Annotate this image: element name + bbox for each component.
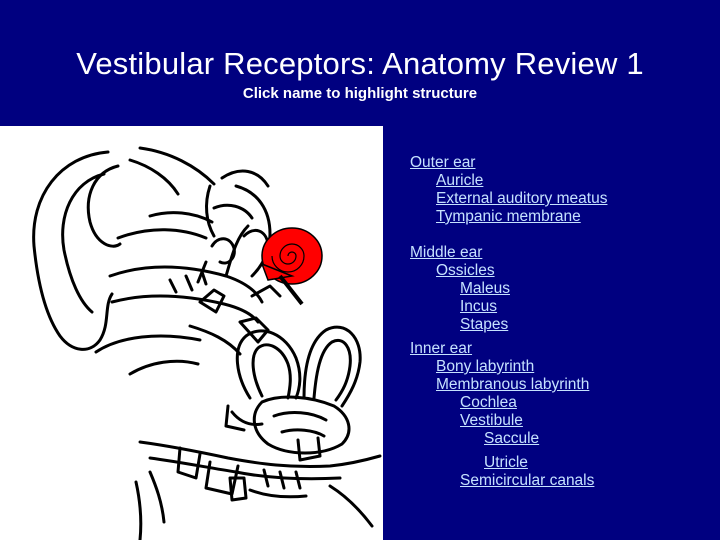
structure-nav: Outer ear Auricle External auditory meat… (410, 154, 607, 490)
ear-anatomy-drawing (32, 146, 382, 540)
ear-anatomy-figure (0, 126, 383, 540)
link-saccule[interactable]: Saccule (484, 430, 540, 447)
inner-ear-base (138, 440, 382, 469)
auricle-inner-fold (61, 172, 106, 314)
auricle-outline (32, 150, 114, 351)
link-bony-labyrinth[interactable]: Bony labyrinth (436, 358, 535, 375)
link-stapes[interactable]: Stapes (460, 316, 509, 333)
link-maleus[interactable]: Maleus (460, 280, 510, 297)
pointer-arrow (278, 274, 304, 306)
link-cochlea[interactable]: Cochlea (460, 394, 517, 411)
link-external-auditory-meatus[interactable]: External auditory meatus (436, 190, 608, 207)
link-membranous-labyrinth[interactable]: Membranous labyrinth (436, 376, 590, 393)
link-vestibule[interactable]: Vestibule (460, 412, 523, 429)
link-semicircular-canals[interactable]: Semicircular canals (460, 472, 595, 489)
link-ossicles[interactable]: Ossicles (436, 262, 495, 279)
link-utricle[interactable]: Utricle (484, 454, 528, 471)
cochlea-highlight (260, 227, 323, 285)
auricle-helix (86, 164, 122, 248)
semicircular-canal-1 (235, 329, 302, 400)
link-tympanic-membrane[interactable]: Tympanic membrane (436, 208, 581, 225)
link-outer-ear[interactable]: Outer ear (410, 154, 476, 171)
link-incus[interactable]: Incus (460, 298, 498, 315)
slide-subtitle: Click name to highlight structure (242, 85, 478, 102)
vestibule (252, 395, 351, 455)
link-inner-ear[interactable]: Inner ear (410, 340, 473, 357)
slide-title: Vestibular Receptors: Anatomy Review 1 (76, 46, 644, 81)
link-middle-ear[interactable]: Middle ear (410, 244, 483, 261)
link-auricle[interactable]: Auricle (436, 172, 484, 189)
semicircular-canal-2 (302, 325, 362, 408)
external-auditory-meatus (108, 265, 264, 304)
